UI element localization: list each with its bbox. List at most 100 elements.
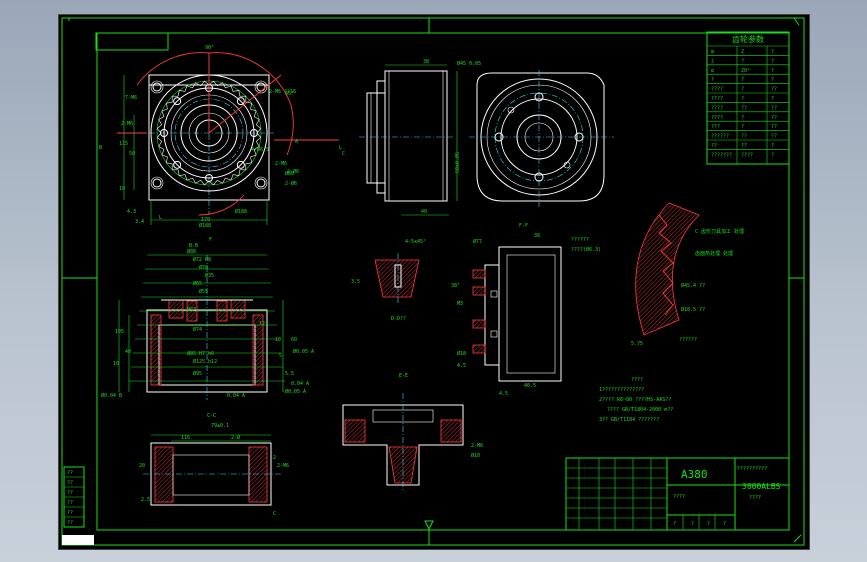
revision-cell: ?? [67,480,73,486]
ff-dim-38deg: 38° [451,283,460,289]
ff-note-1: ?????? [571,237,589,243]
gear-table-cell: ? [741,77,744,83]
bb-dimension: 105 [115,329,124,335]
cc-dim-116: 116 [181,435,190,441]
bolt-hole [160,129,168,137]
gear-table-cell: ?? [711,143,717,149]
title-drawing-no: ?????????? [737,466,767,472]
dim-2m6-16: 2-M6 ??16 [269,89,296,95]
inner-border [96,32,790,531]
label-b-left: B [99,145,102,151]
revision-cell: ?? [67,470,73,476]
gear-table-cell: ???? [741,152,753,158]
outer-border [61,17,805,546]
bb-dimension: Ø35 [205,272,214,279]
tooth-note-3: ?????? [679,337,697,343]
ff-dim-45: 4.5 [457,363,466,369]
corner-tag [62,535,94,545]
gear-table-cell: ? [771,68,774,74]
detail-f-f: F-F 38 Ø77 ?????? ????(Ø6.3) 38° M3 4.5 … [451,223,601,397]
corner-hole [256,82,266,92]
detail-d-d: D-D?? 4-5x45° 3.5 [351,239,426,322]
title-scale: ???? [673,494,685,500]
bb-dimension: 60 [291,337,297,343]
corner-hole [256,178,266,188]
label-a: A [295,139,298,145]
ee-dim-2m6: 2-M6 [471,443,483,449]
dim-2m6: 2-M6 [275,161,287,167]
dim-4-65: 4-Ø6.5 [251,146,269,153]
gear-table-cell: z [711,58,714,64]
title-block: A380 3000ALBS ???? ?????????? ???? ? ? ?… [565,457,790,531]
bb-dimension: 40 [125,349,131,355]
revision-cell: ?? [67,520,73,526]
corner-hole [152,178,162,188]
gear-table-cell: ???? [711,115,723,121]
dd-dim-35: 3.5 [351,279,360,285]
tooth-dim-185: Ø18.5 ?? [681,306,705,313]
dd-dim-chamfer: 4-5x45° [405,239,426,245]
bb-dimension: 10 [113,361,119,367]
gear-table-cell: ?? [741,143,747,149]
section-cc-label: C-C [207,413,216,419]
bb-dimension: Ø125 h12 [193,358,217,365]
bb-dimension: Ø74 [193,326,202,333]
bolt-hole [173,97,182,106]
gear-table-cell: 20° [741,68,750,74]
cad-viewport[interactable]: 90° 45° 2-M6 ??16 7-M6 2-M6 4-Ø6.5 2-Ø6 … [58,14,810,550]
corner-hole-ring [150,176,164,190]
label-c: C [342,151,345,157]
front-view: 90° 45° 2-M6 ??16 7-M6 2-M6 4-Ø6.5 2-Ø6 … [99,45,345,243]
bb-dimension: 5.5 [285,371,294,377]
bb-dimension: 0.04 A [291,381,309,387]
ff-dim-45b: 4.5 [499,391,508,397]
bb-dimension: Ø0.04 B [101,392,122,399]
corner-hole [152,82,162,92]
ff-dim-77: Ø77 [473,238,482,245]
technical-notes: ???? 1?????????????? 2???? R6~80 ????HS-… [599,377,673,423]
title-mark-1: ? [673,521,676,527]
corner-label-box [95,32,169,51]
gear-table-cell: ? [771,77,774,83]
cc-label-c: C [273,511,276,517]
gear-table-cell: ? [741,58,744,64]
bb-dimension: 12 [259,321,265,327]
corner-hole-ring [150,80,164,94]
gear-table-cell: ? [771,96,774,102]
revision-cell: ?? [67,490,73,496]
bolt-hole [173,160,182,169]
gear-table-title: 齿轮参数 [732,34,764,44]
rear-view [469,70,614,207]
side-dim-45: Ø45 0.05 [457,60,481,67]
gear-table-cell: ?? [771,115,777,121]
bb-dimension: 10 [275,337,281,343]
bb-dimension: 0.04 A [227,393,245,399]
label-f: F [209,237,212,243]
gear-table-cell: ? [711,77,714,83]
notes-line-2: 2???? R6~80 ????HS-AAS?? [599,397,671,403]
bolt-hole [236,160,245,169]
bb-dimension: Ø0.05 A [285,388,306,395]
bb-dimension: Ø72 [187,306,196,313]
tooth-dim-575: 5.75 [631,341,643,347]
cc-dim-2: 2-Ø [231,434,240,441]
bolt-hole [205,174,213,182]
dim-left-10: 10 [119,186,125,192]
bb-dimension: Ø55 [199,288,208,295]
tooth-dim-45: Ø45.4 ?? [681,282,705,289]
title-part-name: 3000ALBS [742,482,781,491]
cc-dim-2b: 2 [273,455,276,461]
gear-table-cell: ? [741,124,744,130]
gear-table-cell: ? [771,58,774,64]
gear-table-cell: α [711,68,714,74]
side-dim-40: 40 [421,209,427,215]
gear-table-cell: ??? [711,124,720,130]
dim-2-6b: 2-Ø6 [287,168,299,175]
tooth-note-1: C 齿形刀具加工 处理 [695,228,744,235]
bb-dimension: Ø0.05 A [293,348,314,355]
ff-label: F-F [519,223,528,229]
bolt-hole [250,129,258,137]
gear-table-cell: 2 [741,49,744,55]
